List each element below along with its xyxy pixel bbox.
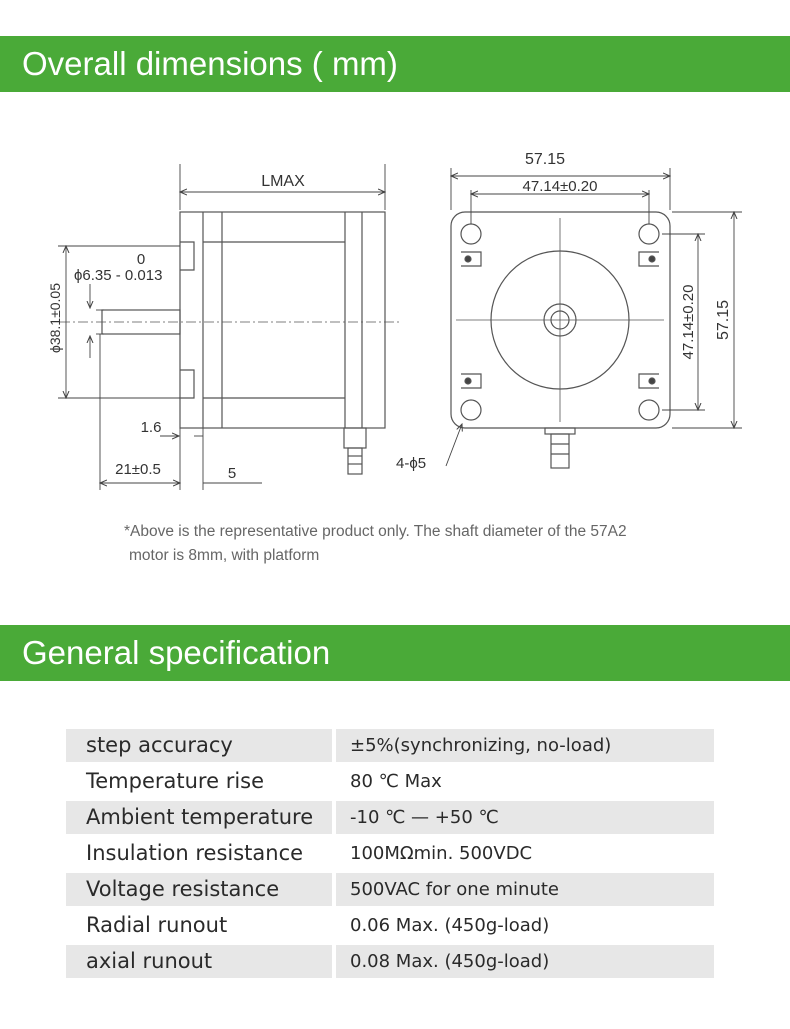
- spec-value: 0.08 Max. (450g-load): [336, 944, 714, 978]
- section-title: Overall dimensions ( mm): [22, 45, 398, 82]
- side-view: [60, 211, 400, 475]
- spec-row: Insulation resistance 100MΩmin. 500VDC: [66, 835, 714, 871]
- section-header-dimensions: Overall dimensions ( mm): [0, 36, 790, 92]
- spec-table: step accuracy ±5%(synchronizing, no-load…: [66, 727, 714, 979]
- dim-mount-holes: 4-ϕ5: [396, 455, 426, 472]
- spec-row: axial runout 0.08 Max. (450g-load): [66, 943, 714, 979]
- spec-row: Voltage resistance 500VAC for one minute: [66, 871, 714, 907]
- dim-top-width: 57.15: [525, 151, 565, 168]
- spec-name: Temperature rise: [86, 769, 265, 793]
- spec-name: Voltage resistance: [66, 872, 332, 906]
- front-view: [450, 211, 671, 469]
- spec-name: Ambient temperature: [66, 800, 332, 834]
- spec-value: ±5%(synchronizing, no-load): [336, 728, 714, 762]
- dim-shaft-diameter: ϕ6.35 - 0.013: [74, 267, 162, 284]
- dim-shaft-length: 21±0.5: [115, 461, 161, 478]
- note-line-1: *Above is the representative product onl…: [124, 523, 627, 540]
- dim-boss-length: 5: [228, 465, 236, 482]
- dim-tolerance-zero: 0: [137, 251, 145, 268]
- spec-row: Radial runout 0.06 Max. (450g-load): [66, 907, 714, 943]
- spec-row: Ambient temperature -10 ℃ — +50 ℃: [66, 799, 714, 835]
- dim-lmax: LMAX: [261, 173, 305, 190]
- spec-value: -10 ℃ — +50 ℃: [336, 800, 714, 834]
- spec-value: 100MΩmin. 500VDC: [350, 842, 533, 864]
- spec-row: step accuracy ±5%(synchronizing, no-load…: [66, 727, 714, 763]
- dim-flange-diameter: ϕ38.1±0.05: [47, 283, 63, 353]
- dim-hole-spacing-v: 47.14±0.20: [680, 285, 697, 360]
- spec-name: step accuracy: [66, 728, 332, 762]
- spec-value: 500VAC for one minute: [336, 872, 714, 906]
- dim-flange-thickness: 1.6: [141, 419, 162, 436]
- spec-name: axial runout: [66, 944, 332, 978]
- spec-row: Temperature rise 80 ℃ Max: [66, 763, 714, 799]
- front-dim-lines: [445, 168, 742, 467]
- spec-name: Insulation resistance: [86, 841, 304, 865]
- side-dim-lines: [58, 164, 385, 490]
- section-header-specification: General specification: [0, 625, 790, 681]
- dimension-drawing: LMAX 57.15 47.14±0.20 47.14±0.20 57.15 ϕ…: [47, 151, 742, 490]
- section-title: General specification: [22, 634, 331, 671]
- product-note: *Above is the representative product onl…: [124, 520, 764, 568]
- spec-value: 80 ℃ Max: [350, 770, 442, 792]
- dim-side-height: 57.15: [715, 300, 732, 340]
- spec-value: 0.06 Max. (450g-load): [350, 914, 550, 936]
- dim-hole-spacing-h: 47.14±0.20: [523, 178, 598, 195]
- note-line-2: motor is 8mm, with platform: [129, 547, 320, 564]
- spec-name: Radial runout: [86, 913, 228, 937]
